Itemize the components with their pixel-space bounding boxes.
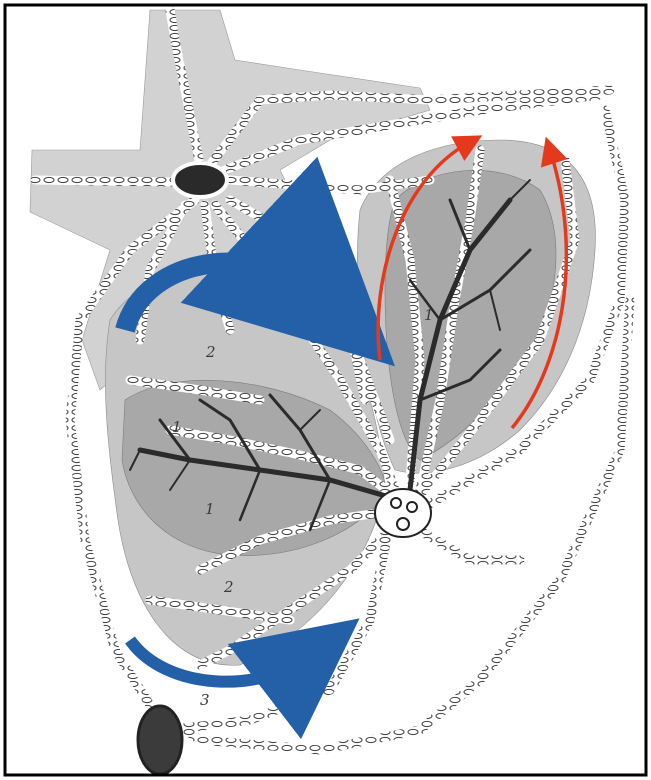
label-left-zone3-bottom: 3 [200,691,210,709]
label-left-zone1-bottom: 1 [205,500,215,518]
label-right-zone3: 3 [328,204,338,222]
label-left-zone2-top: 2 [205,343,216,361]
label-left-zone1-top: 1 [172,418,182,436]
central-vein-bottom [138,706,182,774]
central-vein-top [173,163,227,197]
label-right-zone1: 1 [424,306,434,324]
label-left-zone2-bottom: 2 [223,578,234,596]
portal-triad [375,489,431,537]
